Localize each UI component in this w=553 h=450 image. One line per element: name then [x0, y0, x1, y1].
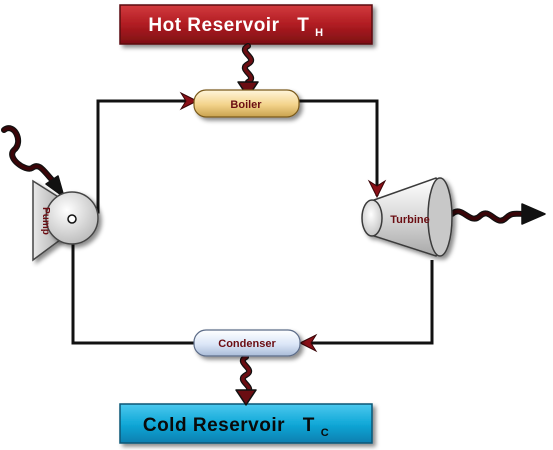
condenser-label: Condenser	[218, 338, 276, 350]
hot-reservoir-subscript: H	[315, 27, 323, 39]
svg-text:Hot Reservoir T H: Hot Reservoir T H	[148, 15, 323, 39]
cold-reservoir-label: Cold Reservoir	[143, 415, 285, 436]
boiler-label: Boiler	[230, 99, 262, 111]
flow-arrowhead-icon	[298, 333, 318, 353]
cold-reservoir-subscript: C	[321, 427, 329, 439]
heat-out-arrow-icon	[235, 354, 257, 406]
svg-text:Cold Reservoir T C: Cold Reservoir T C	[143, 415, 329, 439]
pipe-loop	[71, 99, 434, 345]
boiler: Boiler	[193, 89, 300, 118]
hot-reservoir-box	[119, 4, 373, 45]
turbine-inlet	[361, 199, 383, 237]
pipe-turbine-to-condenser	[304, 260, 434, 345]
hot-reservoir: Hot Reservoir T H	[119, 4, 373, 45]
hot-reservoir-label: Hot Reservoir	[148, 15, 279, 36]
pump-work-in-arrow-icon	[1, 125, 65, 198]
turbine-rear-face	[427, 177, 453, 257]
turbine-work-out-arrow-icon	[449, 203, 546, 225]
energy-arrows	[1, 43, 546, 406]
condenser: Condenser	[193, 329, 301, 357]
turbine	[361, 177, 453, 257]
turbine-label: Turbine	[390, 214, 430, 226]
pipe-condenser-to-pump	[71, 232, 196, 345]
pump-shaft-icon	[67, 214, 77, 224]
boiler-body	[193, 89, 300, 118]
flow-arrowhead-icon	[367, 179, 387, 199]
flow-arrows	[63, 91, 387, 353]
condenser-body	[193, 329, 301, 357]
hot-reservoir-symbol: T	[297, 15, 309, 36]
pipe-pump-to-boiler	[84, 99, 196, 214]
heat-in-arrow-icon	[237, 43, 259, 98]
pipe-boiler-to-turbine	[298, 99, 379, 196]
cold-reservoir-symbol: T	[303, 415, 315, 436]
pump-label: Pump	[40, 207, 51, 235]
cold-reservoir: Cold Reservoir T C	[119, 403, 373, 444]
pump: Pump	[32, 179, 99, 262]
flow-arrowhead-icon	[179, 91, 199, 111]
